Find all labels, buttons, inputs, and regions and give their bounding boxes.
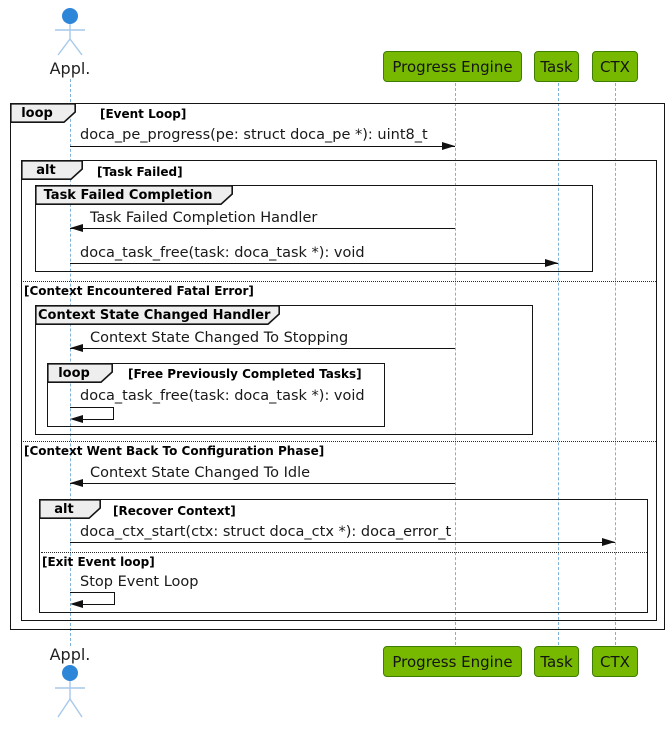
frame-event-loop: [10, 103, 665, 630]
tab-task-failed-completion: [35, 185, 233, 205]
divider-label-exit-event-loop: [Exit Event loop]: [42, 555, 155, 569]
arrowhead-right-icon: [442, 142, 455, 150]
divider-config-phase: [22, 441, 656, 442]
message-context-state-stopping: Context State Changed To Stopping: [90, 330, 349, 346]
frame-group-task-failed-completion: [35, 185, 593, 272]
self-arrow-doca-task-free-bottom: [76, 419, 114, 420]
tab-keyword-loop-1: loop: [21, 106, 53, 121]
participant-ctx-top: CTX: [592, 51, 638, 82]
participant-progress-engine-bottom: Progress Engine: [383, 646, 522, 677]
frame-loop-free-tasks: [47, 363, 385, 427]
guard-event-loop: [Event Loop]: [100, 107, 187, 121]
tab-keyword-loop-2: loop: [58, 366, 90, 381]
arrowhead-left-icon: [70, 415, 83, 423]
divider-label-config-phase: [Context Went Back To Configuration Phas…: [24, 444, 325, 458]
self-arrow-stop-event-loop-side: [113, 592, 115, 604]
actor-label-bottom: Appl.: [49, 645, 91, 664]
self-arrow-stop-event-loop-bottom: [76, 604, 115, 605]
tab-keyword-alt-1: alt: [36, 163, 56, 178]
participant-ctx-bottom: CTX: [592, 646, 638, 677]
self-arrow-doca-task-free-side: [112, 407, 114, 419]
lifeline-ctx: [614, 83, 616, 645]
tab-label-context-state-changed-handler: Context State Changed Handler: [38, 308, 271, 323]
arrow-context-state-stopping: [70, 348, 455, 349]
divider-label-fatal-error: [Context Encountered Fatal Error]: [24, 284, 254, 298]
arrow-doca-task-free-1: [70, 263, 558, 264]
message-context-state-idle: Context State Changed To Idle: [90, 465, 311, 481]
tab-context-state-changed-handler: [35, 305, 280, 325]
arrowhead-left-icon: [70, 224, 83, 232]
self-arrow-doca-task-free-top: [70, 407, 114, 408]
tab-alt-task-failed: [21, 160, 83, 180]
self-arrow-stop-event-loop-top: [70, 592, 115, 593]
tab-loop-event-loop: [10, 103, 76, 123]
message-task-failed-completion-handler: Task Failed Completion Handler: [90, 210, 318, 226]
arrow-doca-ctx-start: [70, 542, 615, 543]
actor-label-top: Appl.: [49, 59, 91, 78]
participant-progress-engine-top: Progress Engine: [383, 51, 522, 82]
actor-figure-icon: [55, 665, 85, 718]
arrowhead-right-icon: [545, 259, 558, 267]
arrowhead-left-icon: [70, 600, 83, 608]
participant-task-top: Task: [534, 51, 579, 82]
participant-task-bottom: Task: [534, 646, 579, 677]
lifeline-progress-engine: [454, 83, 456, 645]
tab-keyword-alt-2: alt: [54, 502, 74, 517]
tab-label-task-failed-completion: Task Failed Completion: [43, 188, 213, 203]
message-doca-task-free-2: doca_task_free(task: doca_task *): void: [80, 388, 365, 404]
frame-group-context-state-changed-handler: [35, 305, 533, 435]
message-stop-event-loop: Stop Event Loop: [80, 574, 199, 590]
tab-alt-recover-context: [39, 499, 101, 519]
divider-exit-event-loop: [40, 552, 647, 553]
actor-figure-icon: [55, 8, 85, 56]
lifeline-appl: [69, 79, 71, 646]
message-doca-task-free-1: doca_task_free(task: doca_task *): void: [80, 245, 365, 261]
arrow-task-failed-completion-handler: [70, 228, 455, 229]
frame-alt-recover-context: [39, 499, 648, 613]
frame-alt-task-failed: [21, 160, 657, 621]
guard-task-failed: [Task Failed]: [97, 165, 183, 179]
arrow-context-state-idle: [70, 483, 455, 484]
arrowhead-right-icon: [602, 538, 615, 546]
message-doca-ctx-start: doca_ctx_start(ctx: struct doca_ctx *): …: [80, 524, 452, 540]
lifeline-task: [557, 83, 559, 645]
message-doca-pe-progress: doca_pe_progress(pe: struct doca_pe *): …: [80, 127, 428, 143]
divider-fatal-error: [22, 281, 656, 282]
arrowhead-left-icon: [70, 344, 83, 352]
guard-recover-context: [Recover Context]: [113, 504, 236, 518]
guard-free-previously-completed-tasks: [Free Previously Completed Tasks]: [128, 367, 362, 381]
tab-loop-free-tasks: [47, 363, 113, 383]
arrowhead-left-icon: [70, 479, 83, 487]
arrow-doca-pe-progress: [70, 146, 455, 147]
